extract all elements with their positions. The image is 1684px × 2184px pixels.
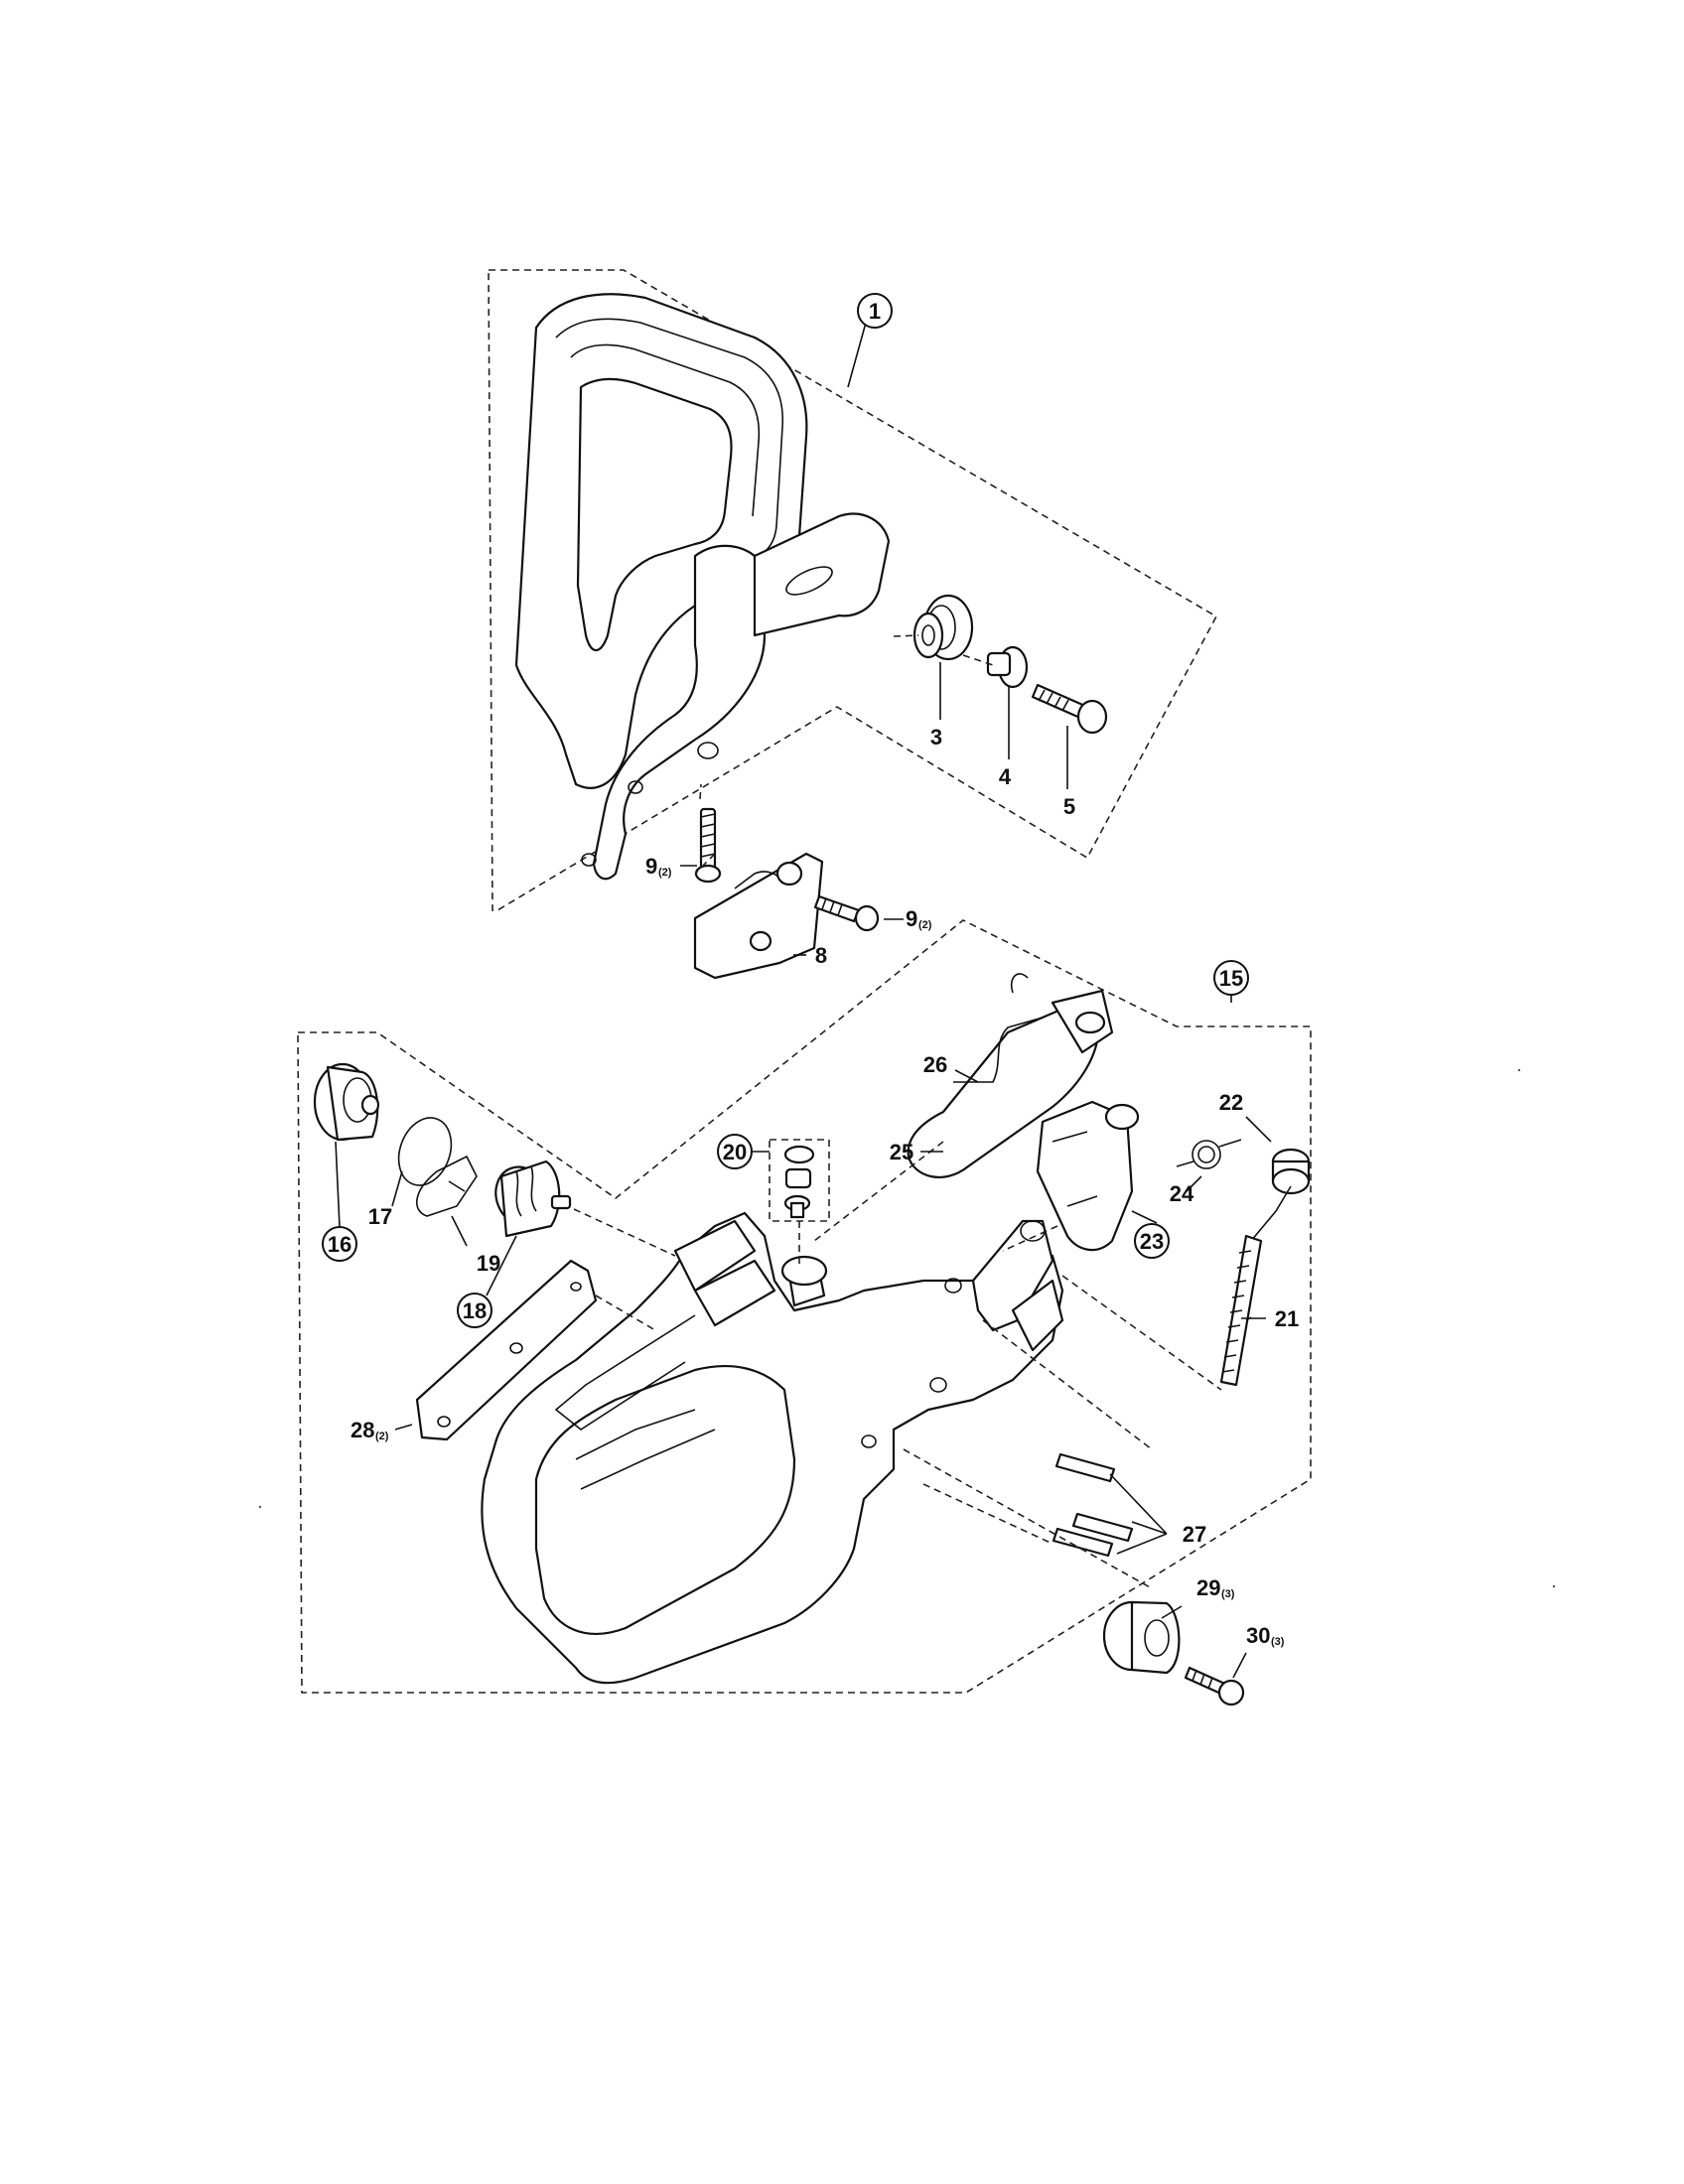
scan-speck bbox=[258, 1505, 262, 1509]
svg-text:9: 9 bbox=[645, 854, 657, 879]
assembly-dashed-line bbox=[962, 654, 994, 666]
callout-19: 19 bbox=[477, 1251, 500, 1276]
filler-cap-part bbox=[313, 1062, 380, 1142]
callout-3: 3 bbox=[930, 725, 942, 750]
callout-18: 18 bbox=[457, 1293, 492, 1328]
svg-text:(3): (3) bbox=[1221, 1588, 1235, 1600]
leader-line bbox=[1131, 1210, 1158, 1224]
callout-28: 28 (2) bbox=[351, 1418, 389, 1442]
leader-line bbox=[954, 1069, 979, 1083]
callout-20: 20 bbox=[717, 1134, 753, 1169]
fuel-filter-part bbox=[494, 1160, 572, 1238]
callout-15: 15 bbox=[1213, 960, 1249, 996]
callout-9-lower: 9 (2) bbox=[906, 906, 932, 931]
collar-part bbox=[986, 645, 1029, 689]
svg-text:28: 28 bbox=[351, 1418, 374, 1442]
pin-set-part bbox=[1052, 1452, 1134, 1558]
throttle-trigger-part bbox=[907, 989, 1114, 1178]
fuel-strap-part bbox=[415, 1155, 478, 1217]
o-ring-part bbox=[397, 1117, 453, 1186]
throttle-lockout-part bbox=[1036, 1100, 1140, 1252]
leader-line bbox=[1109, 1473, 1168, 1555]
svg-text:(2): (2) bbox=[918, 919, 932, 931]
svg-text:1: 1 bbox=[869, 299, 881, 324]
leader-line bbox=[391, 1170, 403, 1207]
screw-30-part bbox=[1184, 1666, 1245, 1706]
leader-line bbox=[1161, 1605, 1183, 1619]
scan-speck bbox=[1552, 1584, 1556, 1588]
assembly-dashed-line bbox=[813, 1141, 944, 1242]
callout-4: 4 bbox=[999, 764, 1012, 789]
throttle-rod-part bbox=[415, 1259, 598, 1441]
leader-line bbox=[1232, 1652, 1247, 1679]
callout-16: 16 bbox=[322, 1226, 357, 1262]
screw-9-upper-part bbox=[694, 807, 722, 884]
svg-text:23: 23 bbox=[1140, 1229, 1164, 1254]
lockout-spring-part bbox=[1176, 1139, 1242, 1169]
assembly-dashed-line bbox=[1002, 1225, 1058, 1252]
rear-handle-housing-part bbox=[481, 1211, 1064, 1685]
anti-vibration-mount-part bbox=[912, 594, 974, 661]
svg-text:9: 9 bbox=[906, 906, 917, 931]
assembly-dashed-line bbox=[573, 1208, 676, 1257]
callout-23: 23 bbox=[1134, 1223, 1170, 1259]
callout-29: 29 (3) bbox=[1196, 1575, 1235, 1600]
assembly-dashed-line bbox=[893, 634, 919, 637]
screw-9-lower-part bbox=[813, 894, 880, 932]
grommet-part bbox=[1271, 1148, 1311, 1195]
callout-22: 22 bbox=[1219, 1090, 1243, 1115]
throttle-cable-part bbox=[1219, 1185, 1292, 1387]
callout-8: 8 bbox=[815, 943, 827, 968]
leader-line bbox=[394, 1424, 413, 1431]
assembly-dashed-line bbox=[922, 1483, 1053, 1545]
assembly-dashed-line bbox=[699, 783, 702, 800]
trigger-spring-part bbox=[953, 973, 1044, 1083]
callout-26: 26 bbox=[923, 1052, 947, 1077]
callout-1: 1 bbox=[857, 293, 893, 329]
vent-valve-part bbox=[783, 1145, 815, 1219]
leader-line bbox=[335, 1141, 341, 1228]
callout-24: 24 bbox=[1170, 1181, 1194, 1206]
front-handle-group-boundary bbox=[488, 269, 1218, 911]
callout-21: 21 bbox=[1275, 1306, 1299, 1331]
callout-25: 25 bbox=[890, 1140, 913, 1164]
svg-text:18: 18 bbox=[463, 1298, 487, 1323]
front-handle-part bbox=[514, 293, 891, 881]
leader-line bbox=[847, 322, 867, 388]
leader-line bbox=[486, 1235, 517, 1297]
screw-5-part bbox=[1031, 683, 1108, 735]
callout-9-upper: 9 (2) bbox=[645, 854, 672, 879]
rear-mount-part bbox=[1102, 1600, 1181, 1675]
callout-17: 17 bbox=[368, 1204, 392, 1229]
assembly-dashed-line bbox=[694, 853, 716, 875]
leader-line bbox=[451, 1215, 468, 1247]
callout-30: 30 (3) bbox=[1246, 1623, 1285, 1648]
svg-text:29: 29 bbox=[1196, 1575, 1220, 1600]
svg-text:(3): (3) bbox=[1271, 1636, 1285, 1648]
svg-text:(2): (2) bbox=[658, 867, 672, 879]
callout-27: 27 bbox=[1183, 1522, 1206, 1547]
part-20-boundary bbox=[769, 1139, 830, 1222]
leader-line bbox=[1245, 1116, 1272, 1143]
svg-text:16: 16 bbox=[328, 1232, 351, 1257]
svg-text:20: 20 bbox=[723, 1140, 747, 1164]
svg-text:30: 30 bbox=[1246, 1623, 1270, 1648]
scan-speck bbox=[1517, 1068, 1521, 1072]
rear-handle-group-boundary bbox=[297, 919, 1312, 1694]
leader-line bbox=[1186, 1175, 1202, 1192]
svg-text:(2): (2) bbox=[375, 1431, 389, 1442]
assembly-dashed-line bbox=[1061, 1275, 1222, 1391]
svg-text:15: 15 bbox=[1219, 966, 1243, 991]
callout-5: 5 bbox=[1063, 794, 1075, 819]
